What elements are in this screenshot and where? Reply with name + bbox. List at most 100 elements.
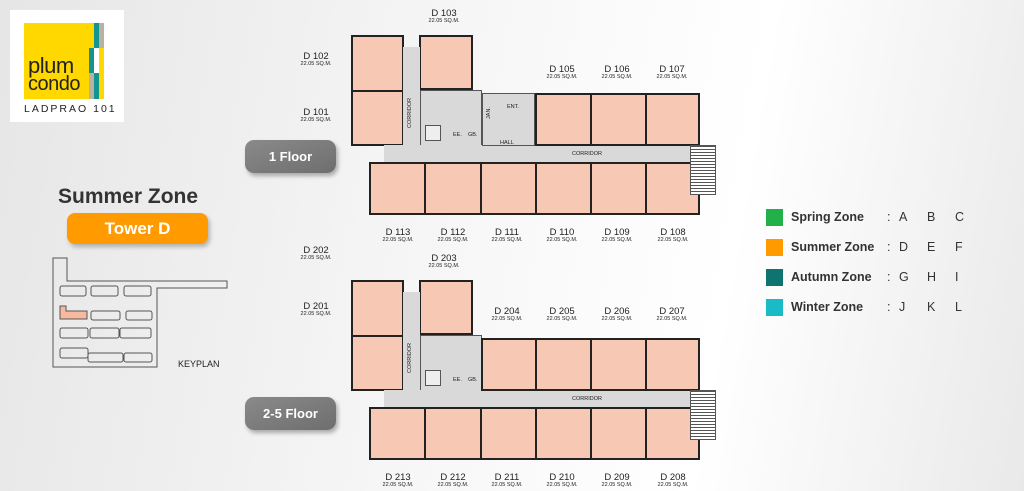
zone-title: Summer Zone [58,185,199,208]
logo-text-plum: plum [28,53,74,78]
ee-room-label: EE. [453,377,462,383]
entrance-label: ENT. [507,104,519,110]
unit-number: D 103 [431,8,457,19]
legend-separator: : [887,300,891,314]
unit-number: D 106 [604,64,630,75]
tower-letter: K [927,300,936,314]
corridor [403,292,420,407]
unit-number: D 202 [303,245,329,256]
floor-2-5-button[interactable]: 2-5 Floor [245,397,336,430]
legend-separator: : [887,270,891,284]
unit-number: D 208 [660,472,686,483]
unit-area: 22.05 SQ.M. [546,236,578,243]
unit-area: 22.05 SQ.M. [491,236,523,243]
tower-badge: Tower D [67,213,208,244]
unit-area: 22.05 SQ.M. [546,481,578,488]
unit-area: 22.05 SQ.M. [601,73,633,80]
janitor-label: JAN. [485,107,492,119]
unit-area: 22.05 SQ.M. [491,315,523,322]
unit-number: D 111 [495,227,519,238]
unit-area: 22.05 SQ.M. [657,481,689,488]
zone-name: Summer Zone [791,240,875,254]
zone-name: Winter Zone [791,300,864,314]
unit-block [419,280,473,335]
unit-number: D 203 [431,253,457,264]
tower-letter: L [955,300,962,314]
unit-block [535,93,700,146]
exterior-stairs [690,145,716,195]
tower-letter: A [899,210,908,224]
tower-letter: D [899,240,909,254]
unit-area: 22.05 SQ.M. [300,310,332,317]
logo-text-location: LADPRAO 101 [24,103,117,115]
unit-area: 22.05 SQ.M. [428,262,460,269]
corridor [384,145,690,162]
zone-color-swatch [766,208,783,226]
tower-letter: G [899,270,909,284]
elevator [425,370,441,386]
zone-name: Spring Zone [791,210,864,224]
unit-area: 22.05 SQ.M. [428,17,460,24]
floor-1-button[interactable]: 1 Floor [245,140,336,173]
unit-number: D 211 [494,472,520,483]
gb-room-label: GB. [468,377,478,383]
unit-number: D 210 [549,472,575,483]
unit-area: 22.05 SQ.M. [546,315,578,322]
tower-letter: H [927,270,937,284]
unit-area: 22.05 SQ.M. [601,236,633,243]
corridor [384,390,690,407]
keyplan-tower-d-highlight [59,305,88,320]
zone-name: Autumn Zone [791,270,872,284]
unit-number: D 101 [303,107,329,118]
unit-area: 22.05 SQ.M. [601,481,633,488]
unit-number: D 212 [440,472,466,483]
tower-letter: F [955,240,963,254]
keyplan-map [52,257,228,368]
unit-number: D 110 [549,227,575,238]
zone-color-swatch [766,268,783,286]
tower-letter: C [955,210,965,224]
ee-room-label: EE. [453,132,462,138]
unit-number: D 204 [494,306,520,317]
unit-number: D 107 [659,64,685,75]
unit-area: 22.05 SQ.M. [656,73,688,80]
zone-color-swatch [766,298,783,316]
unit-number: D 209 [604,472,630,483]
unit-number: D 206 [604,306,630,317]
unit-area: 22.05 SQ.M. [601,315,633,322]
corridor-label: CORRIDOR [406,98,413,128]
tower-letter: E [927,240,936,254]
unit-area: 22.05 SQ.M. [300,60,332,67]
unit-number: D 113 [385,227,411,238]
unit-number: D 205 [549,306,575,317]
